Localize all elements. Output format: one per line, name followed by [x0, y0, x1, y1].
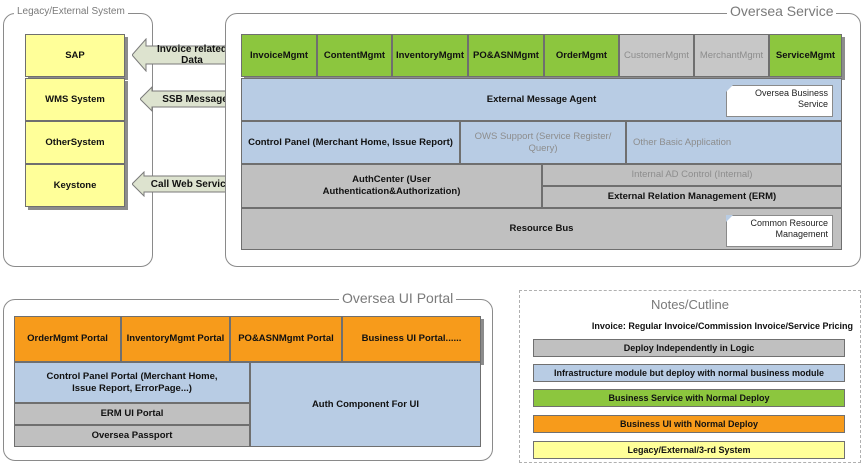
- legacy-system-keystone: Keystone: [25, 164, 125, 207]
- portal-poasnmgmt: PO&ASNMgmt Portal: [230, 316, 342, 362]
- notes-group: [519, 290, 861, 463]
- legacy-system-other: OtherSystem: [25, 121, 125, 164]
- module-ordermgmt: OrderMgmt: [544, 34, 619, 77]
- arrow-web-service-label: Call Web Service: [150, 178, 232, 190]
- portal-ordermgmt: OrderMgmt Portal: [14, 316, 121, 362]
- ui-portal-title: Oversea UI Portal: [339, 290, 457, 306]
- module-inventorymgmt: InventoryMgmt: [392, 34, 468, 77]
- arrow-invoice-label: Invoice related Data: [156, 44, 228, 66]
- legacy-group-title: Legacy/External System: [14, 6, 128, 17]
- ows-support: OWS Support (Service Register/ Query): [460, 121, 626, 164]
- arrow-invoice-data: Invoice related Data: [132, 38, 238, 72]
- auth-component-ui: Auth Component For UI: [250, 362, 481, 447]
- legend-deploy-independently: Deploy Independently in Logic: [533, 339, 845, 357]
- legend-business-ui: Business UI with Normal Deploy: [533, 415, 845, 433]
- erm-ui-portal: ERM UI Portal: [14, 403, 250, 425]
- business-service-note: Oversea Business Service: [726, 85, 833, 117]
- arrow-web-service: Call Web Service: [132, 171, 238, 197]
- legend-legacy-system: Legacy/External/3-rd System: [533, 441, 845, 459]
- portal-business-ui: Business UI Portal......: [342, 316, 481, 362]
- module-contentmgmt: ContentMgmt: [317, 34, 392, 77]
- legend-infrastructure: Infrastructure module but deploy with no…: [533, 364, 845, 382]
- other-basic-application: Other Basic Application: [626, 121, 842, 164]
- legacy-system-wms: WMS System: [25, 78, 125, 121]
- oversea-service-title: Oversea Service: [727, 3, 837, 19]
- module-poasnmgmt: PO&ASNMgmt: [468, 34, 544, 77]
- auth-center: AuthCenter (User Authentication&Authoriz…: [241, 164, 542, 208]
- control-panel-portal: Control Panel Portal (Merchant Home, Iss…: [14, 362, 250, 403]
- erm-module: External Relation Management (ERM): [542, 186, 842, 208]
- internal-ad-control: Internal AD Control (Internal): [542, 164, 842, 186]
- legacy-system-sap: SAP: [25, 34, 125, 77]
- notes-title: Notes/Cutline: [650, 297, 730, 312]
- common-resource-note: Common Resource Management: [726, 215, 833, 247]
- oversea-passport: Oversea Passport: [14, 425, 250, 447]
- control-panel: Control Panel (Merchant Home, Issue Repo…: [241, 121, 460, 164]
- module-customermgmt: CustomerMgmt: [619, 34, 694, 77]
- legend-business-service: Business Service with Normal Deploy: [533, 389, 845, 407]
- module-merchantmgmt: MerchantMgmt: [694, 34, 769, 77]
- portal-inventorymgmt: InventoryMgmt Portal: [121, 316, 230, 362]
- arrow-ssb-message: SSB Message: [140, 86, 238, 112]
- invoice-note: Invoice: Regular Invoice/Commission Invo…: [591, 321, 853, 331]
- module-servicemgmt: ServiceMgmt: [769, 34, 842, 77]
- arrow-ssb-label: SSB Message: [162, 93, 228, 105]
- module-invoicemgmt: InvoiceMgmt: [241, 34, 317, 77]
